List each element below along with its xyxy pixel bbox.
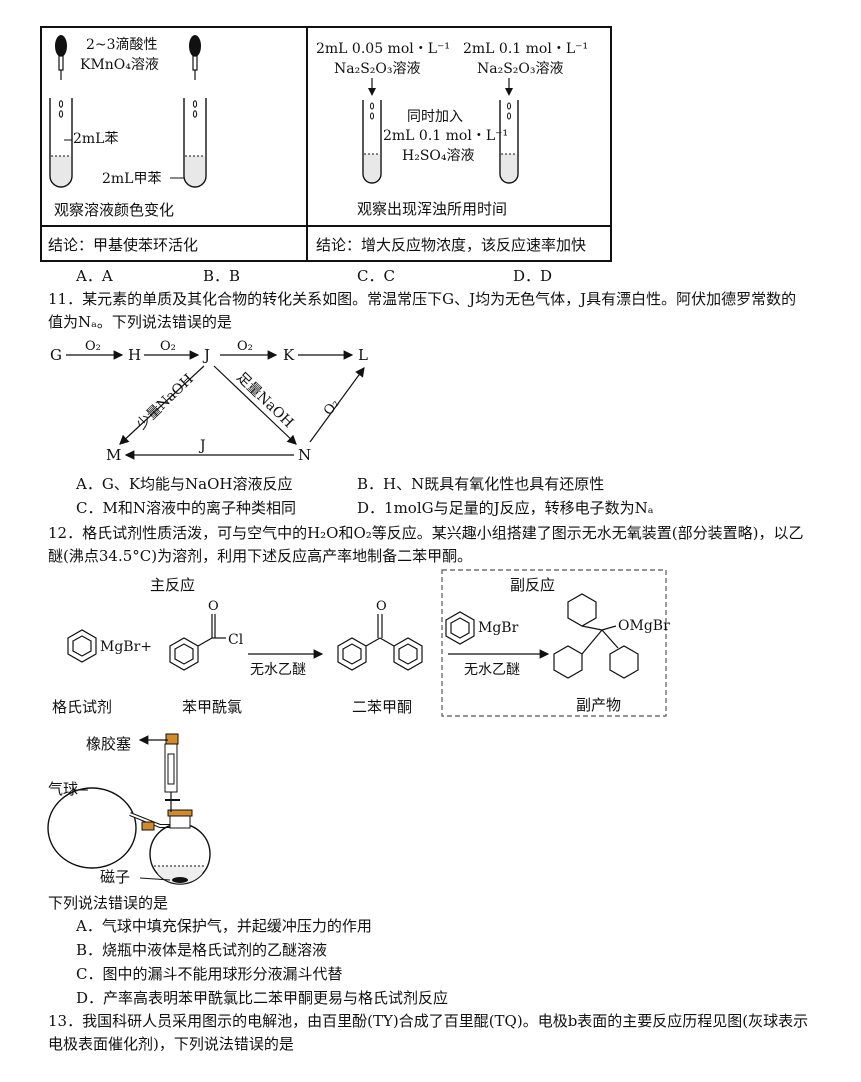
dropper-2-icon xyxy=(189,35,201,80)
byproduct-caption: 副产物 xyxy=(576,696,621,714)
right-cell-apparatus xyxy=(362,78,519,184)
grignard-caption: 格氏试剂 xyxy=(52,698,112,716)
o2-label-2: O₂ xyxy=(160,339,176,354)
q12-reaction-scheme: MgBr+ O Cl 主反应 无水乙醚 O 副反应 MgBr 无水乙醚 xyxy=(52,569,670,717)
q11-stem-line1: 11．某元素的单质及其化合物的转化关系如图。常温常压下G、J均为无色气体，J具有… xyxy=(48,290,797,308)
balloon-icon xyxy=(47,787,137,869)
q10-option-c[interactable]: C．C xyxy=(357,267,395,285)
kmno4-label-line1: 2~3滴酸性 xyxy=(86,37,158,53)
stir-bar-icon xyxy=(172,877,188,883)
solvent-label-1: 无水乙醚 xyxy=(250,662,306,678)
test-tube-4-icon xyxy=(499,100,519,184)
o2-label-4: O₂ xyxy=(321,397,342,419)
j-edge-label: J xyxy=(198,438,206,454)
side-reaction-box xyxy=(441,569,667,717)
left-conclusion: 结论：甲基使苯环活化 xyxy=(48,236,199,254)
q12-stem-line1: 12．格氏试剂性质活泼，可与空气中的H₂O和O₂等反应。某兴趣小组搭建了图示无水… xyxy=(48,524,804,542)
q11-conversion-diagram: G H J K L M N O₂ O₂ O₂ J 少量NaOH 足量NaOH O… xyxy=(50,339,368,464)
h2so4-conc: 2mL 0.1 mol・L⁻¹ xyxy=(383,128,509,144)
main-reaction-label: 主反应 xyxy=(150,576,195,594)
node-h: H xyxy=(128,346,141,364)
node-m: M xyxy=(106,446,121,464)
q10-option-d[interactable]: D．D xyxy=(513,267,553,285)
test-tube-1-icon xyxy=(49,98,73,188)
q11-option-d[interactable]: D．1molG与足量的J反应，转移电子数为Nₐ xyxy=(357,499,654,517)
node-l: L xyxy=(358,346,368,364)
magnet-label: 磁子 xyxy=(100,868,131,886)
table-divider-vertical xyxy=(306,26,308,262)
na2s2o3-dilute-line2: Na₂S₂O₃溶液 xyxy=(334,61,421,77)
right-observe-text: 观察出现浑浊所用时间 xyxy=(357,200,508,218)
benzene-ring-icon xyxy=(67,629,97,663)
node-j: J xyxy=(202,346,210,364)
benzophenone-caption: 二苯甲酮 xyxy=(352,698,412,716)
triphenylmethoxide-structure xyxy=(553,593,639,679)
node-k: K xyxy=(283,346,295,364)
q11-option-b[interactable]: B．H、N既具有氧化性也具有还原性 xyxy=(357,475,605,493)
benzoyl-chloride-structure xyxy=(169,614,226,671)
benzoyl-chloride-caption: 苯甲酰氯 xyxy=(182,698,242,716)
node-g: G xyxy=(50,346,62,364)
solvent-label-2: 无水乙醚 xyxy=(464,662,520,678)
toluene-label: 2mL甲苯 xyxy=(102,171,162,187)
add-simultaneously: 同时加入 xyxy=(407,109,463,125)
q13-stem-line1: 13．我国科研人员采用图示的电解池，由百里酚(TY)合成了百里醌(TQ)。电极b… xyxy=(48,1012,809,1030)
left-cell-apparatus xyxy=(49,35,207,188)
little-naoh-label: 少量NaOH xyxy=(134,371,197,433)
q11-option-a[interactable]: A．G、K均能与NaOH溶液反应 xyxy=(76,475,293,493)
q11-option-c[interactable]: C．M和N溶液中的离子种类相同 xyxy=(76,499,296,517)
o2-label-1: O₂ xyxy=(85,339,101,354)
q13-stem-line2: 电极表面催化剂)，下列说法错误的是 xyxy=(48,1035,294,1053)
na2s2o3-conc-line1: 2mL 0.1 mol・L⁻¹ xyxy=(463,41,589,57)
omgbr-text: OMgBr xyxy=(618,618,670,634)
balloon-label: 气球 xyxy=(48,780,79,798)
benzene-ring-2-icon xyxy=(445,611,475,645)
kmno4-label-line2: KMnO₄溶液 xyxy=(80,57,159,73)
test-tube-3-icon xyxy=(362,100,382,184)
q12-question: 下列说法错误的是 xyxy=(48,894,169,912)
q12-option-a[interactable]: A．气球中填充保护气，并起缓冲压力的作用 xyxy=(76,917,372,935)
stopper-label: 橡胶塞 xyxy=(86,735,132,753)
h2so4-label: H₂SO₄溶液 xyxy=(402,148,475,164)
q12-option-d[interactable]: D．产率高表明苯甲酰氯比二苯甲酮更易与格氏试剂反应 xyxy=(76,989,449,1007)
table-divider-horizontal xyxy=(40,225,612,227)
experiment-table xyxy=(40,26,612,262)
cl-text: Cl xyxy=(228,632,244,648)
q12-option-b[interactable]: B．烧瓶中液体是格氏试剂的乙醚溶液 xyxy=(76,941,328,959)
dropping-funnel-icon xyxy=(164,743,178,793)
q12-option-c[interactable]: C．图中的漏斗不能用球形分液漏斗代替 xyxy=(76,965,343,983)
left-observe-text: 观察溶液颜色变化 xyxy=(54,201,175,219)
q12-stem-line2: 醚(沸点34.5°C)为溶剂，利用下述反应高产率地制备二苯甲酮。 xyxy=(48,547,473,565)
na2s2o3-dilute-line1: 2mL 0.05 mol・L⁻¹ xyxy=(316,41,451,57)
excess-naoh-label: 足量NaOH xyxy=(233,369,296,431)
carbonyl-o-2: O xyxy=(376,599,387,614)
q11-stem-line2: 值为Nₐ。下列说法错误的是 xyxy=(48,313,232,331)
dropper-1-icon xyxy=(55,35,67,80)
carbonyl-o-1: O xyxy=(208,599,219,614)
na2s2o3-conc-line2: Na₂S₂O₃溶液 xyxy=(477,61,564,77)
right-conclusion: 结论：增大反应物浓度，该反应速率加快 xyxy=(316,236,587,254)
anhydrous-apparatus xyxy=(47,733,211,885)
side-reaction-label: 副反应 xyxy=(510,576,555,594)
mgbr-text: MgBr xyxy=(478,620,519,636)
benzophenone-structure xyxy=(337,614,423,671)
node-n: N xyxy=(298,446,311,464)
test-tube-2-icon xyxy=(183,98,207,188)
q10-option-b[interactable]: B．B xyxy=(203,267,241,285)
benzene-label: 2mL苯 xyxy=(73,131,119,147)
q10-option-a[interactable]: A．A xyxy=(76,267,113,285)
o2-label-3: O₂ xyxy=(237,339,253,354)
mgbr-plus-text: MgBr+ xyxy=(100,639,152,655)
